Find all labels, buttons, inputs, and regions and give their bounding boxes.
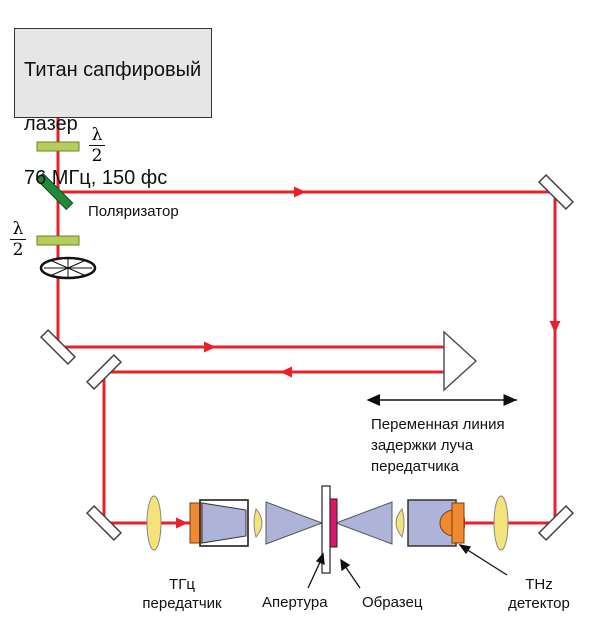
detector-antenna bbox=[451, 502, 465, 544]
delay-line-label: Переменная линия задержки луча передатчи… bbox=[371, 416, 505, 475]
thz-beam-converging bbox=[265, 501, 324, 545]
waveplate-top-numerator: λ bbox=[91, 125, 103, 145]
arrow-right-icon bbox=[176, 517, 188, 529]
waveplate-bottom-numerator: λ bbox=[12, 219, 24, 239]
mirror-bottom-left bbox=[85, 504, 123, 542]
sample-label: Образец bbox=[362, 594, 423, 611]
laser-line-3: 76 МГц, 150 фс bbox=[24, 167, 168, 189]
laser-line-2: лазер bbox=[24, 113, 78, 135]
waveplate-top bbox=[36, 141, 80, 152]
lens-collimate-detector bbox=[395, 507, 405, 539]
aperture-pointer bbox=[307, 559, 322, 589]
arrow-left-icon bbox=[280, 366, 292, 378]
thz-beam-diverging bbox=[334, 501, 393, 545]
mirror-top-right bbox=[537, 173, 575, 211]
emitter-label: ТГц передатчик bbox=[142, 576, 222, 612]
waveplate-bottom bbox=[36, 235, 80, 246]
detector-silicon-lens bbox=[439, 509, 455, 537]
lens-collimate-emitter bbox=[253, 507, 263, 539]
retroreflector-prism bbox=[443, 330, 478, 392]
chopper-wheel bbox=[39, 256, 97, 280]
laser-line-1: Титан сапфировый bbox=[24, 59, 202, 81]
lens-detector bbox=[493, 495, 509, 551]
laser-source-box bbox=[14, 28, 212, 118]
mirror-left-mid bbox=[39, 328, 77, 366]
mirror-second bbox=[85, 353, 123, 391]
polarizer bbox=[35, 172, 74, 211]
arrow-right-icon bbox=[204, 341, 216, 353]
lens-emitter bbox=[146, 495, 162, 551]
detector-label: THz детектор bbox=[508, 576, 570, 612]
sample bbox=[329, 498, 338, 548]
detector-pointer bbox=[465, 548, 508, 576]
waveplate-bottom-label: λ 2 bbox=[10, 220, 26, 259]
arrow-right-icon bbox=[294, 186, 306, 198]
mirror-bottom-right bbox=[537, 504, 575, 542]
waveplate-top-label: λ 2 bbox=[89, 126, 105, 165]
waveplate-bottom-denominator: 2 bbox=[12, 240, 24, 260]
polarizer-label: Поляризатор bbox=[88, 203, 179, 220]
sample-pointer bbox=[344, 565, 361, 589]
waveplate-top-denominator: 2 bbox=[91, 146, 103, 166]
aperture-label: Апертура bbox=[262, 594, 328, 611]
arrow-down-icon bbox=[549, 321, 561, 333]
emitter-thz-cone bbox=[201, 502, 247, 544]
beam-direction-arrows bbox=[176, 186, 561, 529]
laser-source-label: Титан сапфировый лазер 76 МГц, 150 фс bbox=[24, 30, 201, 219]
